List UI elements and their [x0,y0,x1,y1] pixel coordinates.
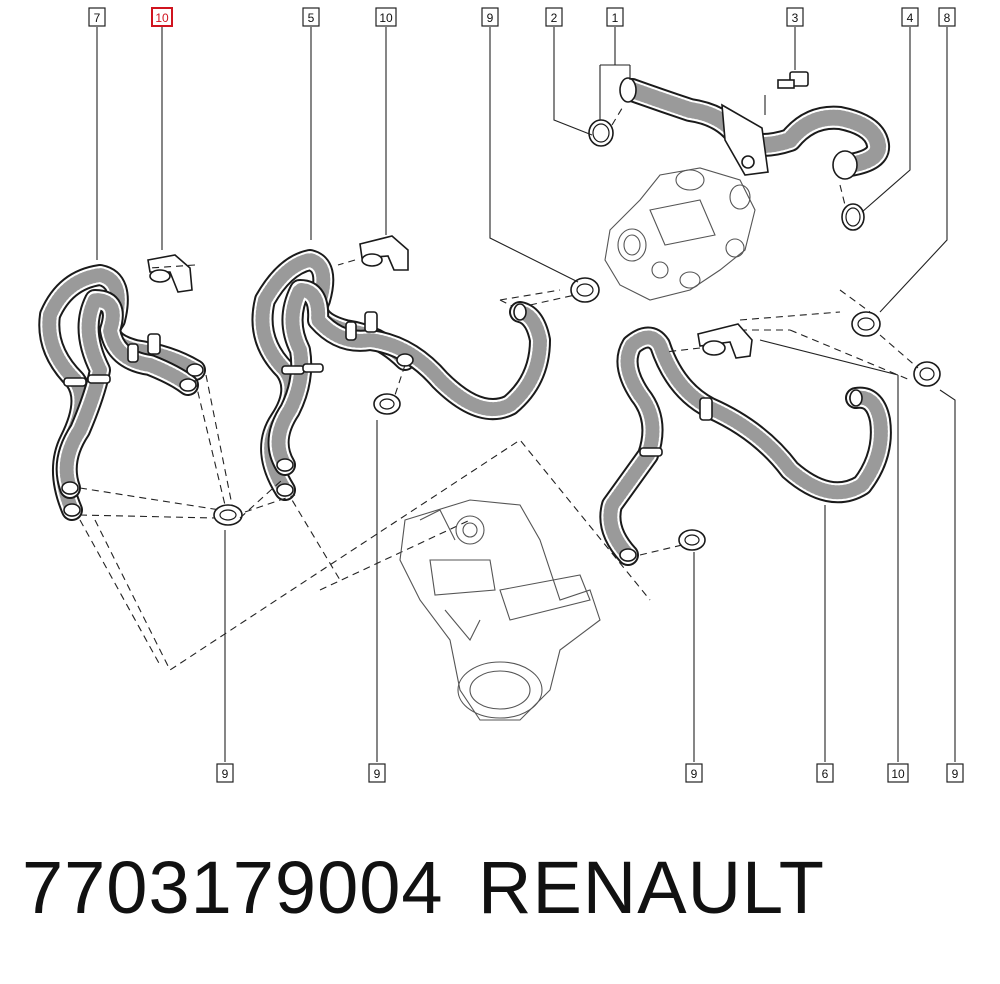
brackets-10 [147,235,753,359]
hose-7 [38,264,206,521]
hose-1 [619,77,891,180]
svg-text:9: 9 [952,767,959,781]
svg-text:9: 9 [487,11,494,25]
svg-text:4: 4 [907,11,914,25]
o-ring-4 [841,203,865,231]
callout-1: 1 [606,7,624,27]
svg-text:10: 10 [379,11,393,25]
hose-clamps [213,277,941,551]
svg-text:7: 7 [94,11,101,25]
clamp-top-center [570,277,600,303]
svg-text:2: 2 [551,11,558,25]
svg-text:9: 9 [222,767,229,781]
svg-text:9: 9 [374,767,381,781]
exploded-parts-diagram: 7 10 5 10 9 2 1 3 4 8 9 9 9 6 10 9 [38,7,964,783]
callout-3: 3 [786,7,804,27]
callout-9-bottom-left: 9 [216,763,234,783]
svg-text:8: 8 [944,11,951,25]
thermostat-housing [604,167,756,301]
assembly-arrows [79,104,919,556]
svg-text:5: 5 [308,11,315,25]
callout-10-highlighted: 10 [151,7,173,27]
callout-10: 10 [375,7,397,27]
svg-text:3: 3 [792,11,799,25]
callout-5: 5 [302,7,320,27]
callout-9-bottom-far-right: 9 [946,763,964,783]
svg-text:10: 10 [891,767,905,781]
svg-text:1: 1 [612,11,619,25]
callout-9-bottom-right: 9 [685,763,703,783]
callout-6: 6 [816,763,834,783]
callout-10-bottom: 10 [887,763,909,783]
leader-lines [96,27,956,762]
svg-text:6: 6 [822,767,829,781]
hose-6 [599,326,892,566]
brand-name: RENAULT [478,846,825,929]
footer: 7703179004 RENAULT [0,845,1000,955]
callout-2: 2 [545,7,563,27]
clamp-far-right [913,361,941,387]
clamp-center [373,393,401,415]
part-number: 7703179004 [22,846,444,929]
sleeve-8 [851,311,881,337]
callout-9-top: 9 [481,7,499,27]
callout-9-bottom-center: 9 [368,763,386,783]
callout-8: 8 [938,7,956,27]
clamp-left [213,504,243,526]
o-ring-2 [588,119,614,147]
engine-outline [79,289,911,671]
engine-block [399,499,601,721]
svg-text:10: 10 [155,11,169,25]
svg-text:9: 9 [691,767,698,781]
callout-7: 7 [88,7,106,27]
bolt-3 [777,71,809,89]
callout-4: 4 [901,7,919,27]
clamp-right [678,529,706,551]
hose-5 [251,249,551,501]
